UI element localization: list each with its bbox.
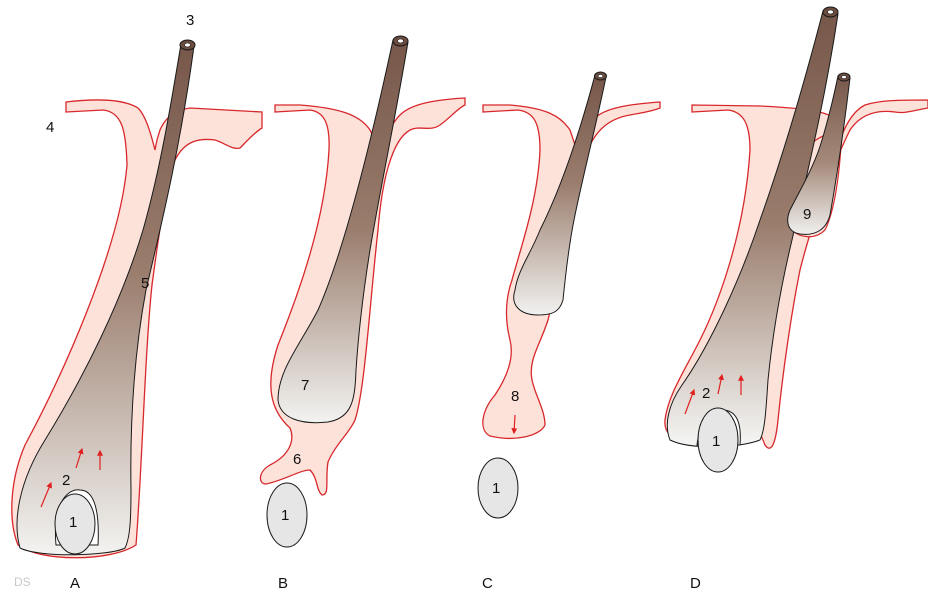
label-6: 6 [293, 451, 301, 468]
hair-tip-core-d [828, 10, 834, 14]
label-8: 8 [511, 388, 519, 405]
label-5: 5 [141, 275, 149, 292]
hair-tip-core-b [398, 39, 404, 43]
panel-label-a: A [70, 575, 80, 592]
watermark: DS [14, 575, 31, 589]
panel-b: 1 6 7 [260, 36, 465, 547]
panel-a: 1 2 3 4 5 [12, 12, 262, 558]
panel-c: 1 8 [478, 72, 660, 518]
label-2-d: 2 [702, 385, 710, 402]
hair-tip-old-core-d [842, 75, 847, 78]
panel-d: 1 2 9 [665, 7, 928, 472]
hair-tip-core-c [598, 74, 603, 77]
panel-label-c: C [482, 575, 493, 592]
label-7: 7 [301, 377, 309, 394]
hair-tip-core-a [185, 43, 191, 47]
label-4: 4 [46, 119, 54, 136]
panel-label-b: B [278, 575, 288, 592]
label-3: 3 [186, 12, 194, 29]
label-9: 9 [803, 206, 811, 223]
label-1-d: 1 [712, 433, 720, 450]
label-2-a: 2 [62, 472, 70, 489]
label-1-b: 1 [281, 507, 289, 524]
panel-label-d: D [690, 575, 701, 592]
label-1-a: 1 [69, 514, 77, 531]
label-1-c: 1 [492, 480, 500, 497]
